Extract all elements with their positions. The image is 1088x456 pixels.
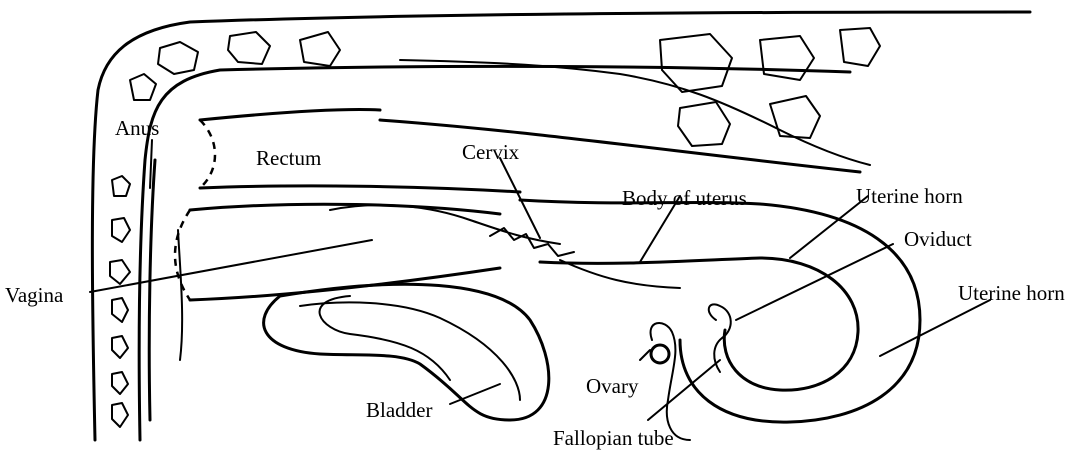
ovary-and-tube [651,304,731,440]
vagina [175,204,500,360]
cervix [330,205,574,256]
label-uterine-horn-lower: Uterine horn [958,283,1065,304]
label-vagina: Vagina [5,285,63,306]
label-uterine-horn-upper: Uterine horn [856,186,963,207]
leader-lines [90,140,990,420]
label-anus: Anus [115,118,159,139]
back-outline [92,12,1030,440]
label-oviduct: Oviduct [904,229,972,250]
rectum-upper-wall [380,120,860,172]
label-ovary: Ovary [586,376,638,397]
label-fallopian-tube: Fallopian tube [553,428,674,449]
uterus [520,200,920,422]
label-body-of-uterus: Body of uterus [622,188,747,209]
label-rectum: Rectum [256,148,321,169]
label-bladder: Bladder [366,400,432,421]
label-cervix: Cervix [462,142,519,163]
